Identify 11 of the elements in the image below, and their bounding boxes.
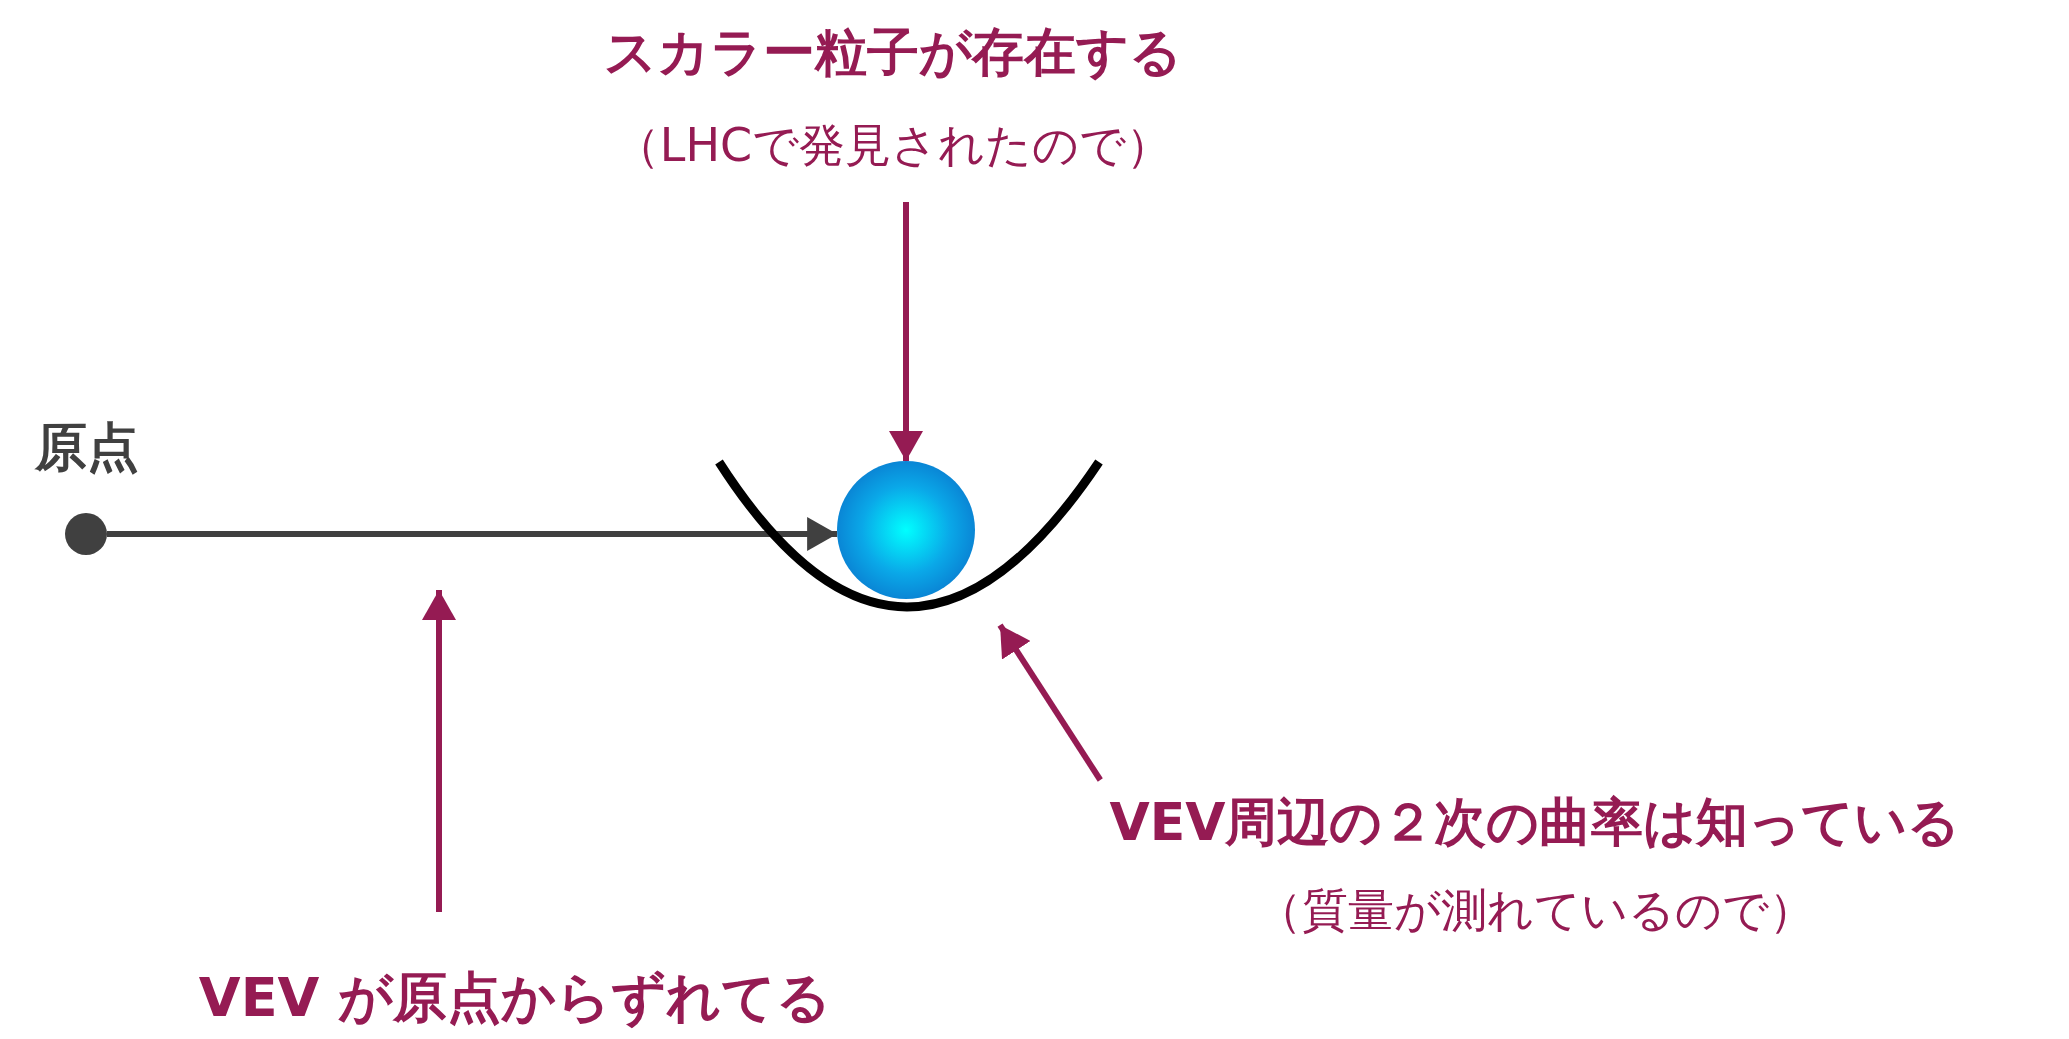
heading-text: VEV が原点からずれてる <box>197 965 833 1031</box>
arrow <box>997 623 1103 782</box>
origin-dot <box>65 513 107 555</box>
note-text: （質量が測れているので） <box>1254 882 1816 939</box>
arrow <box>107 517 838 551</box>
note-text: （LHCで発見されたので） <box>612 117 1174 174</box>
point-label: 原点 <box>35 416 139 479</box>
arrow <box>889 202 923 461</box>
arrow <box>422 590 456 912</box>
heading-text: スカラー粒子が存在する <box>603 21 1183 84</box>
heading-text: VEV周辺の２次の曲率は知っている <box>1108 791 1962 854</box>
